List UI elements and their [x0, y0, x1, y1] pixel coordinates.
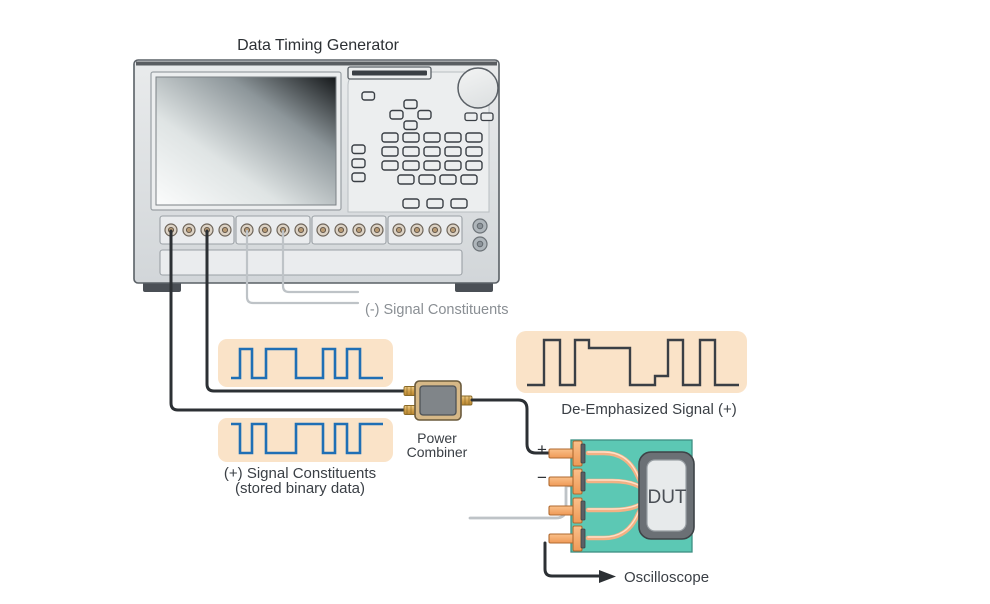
- keypad-key[interactable]: [465, 160, 483, 171]
- lower-blank-panel: [159, 249, 463, 276]
- keypad-key[interactable]: [439, 174, 457, 185]
- keypad-key[interactable]: [460, 174, 478, 185]
- port-minus-label: −: [537, 468, 547, 487]
- disk-drive-slot-inner: [352, 70, 427, 76]
- bnc-connector[interactable]: [294, 223, 308, 237]
- waveform-box-positive: [218, 418, 393, 462]
- dut-package-face: [646, 459, 687, 532]
- cable-negative-1: [245, 229, 360, 305]
- label-power-combiner-line1: Power: [417, 430, 457, 446]
- connector-group-3: [311, 215, 387, 245]
- bnc-connector[interactable]: [410, 223, 424, 237]
- keypad-key[interactable]: [423, 146, 441, 157]
- keypad-key[interactable]: [444, 132, 462, 143]
- side-button-3[interactable]: [351, 172, 366, 183]
- arrow-down-button[interactable]: [403, 120, 418, 131]
- keypad-key[interactable]: [418, 174, 436, 185]
- combiner-body: [419, 385, 457, 416]
- sma-connector-minus[interactable]: [548, 468, 586, 495]
- knob-button-left[interactable]: [464, 112, 478, 122]
- data-timing-generator[interactable]: [133, 59, 500, 292]
- sma-connector-4[interactable]: [548, 525, 586, 552]
- label-power-combiner-line2: Combiner: [407, 444, 468, 460]
- instrument-display: [155, 76, 337, 206]
- keypad-key[interactable]: [397, 174, 415, 185]
- connector-group-2: [235, 215, 311, 245]
- side-button-2[interactable]: [351, 158, 366, 169]
- keypad-key[interactable]: [423, 160, 441, 171]
- waveform-box-negative: [218, 339, 393, 387]
- keypad-key[interactable]: [402, 146, 420, 157]
- bnc-connector[interactable]: [316, 223, 330, 237]
- keypad-grid[interactable]: [381, 132, 483, 209]
- keypad-key[interactable]: [402, 160, 420, 171]
- cable-positive-upper: [205, 229, 406, 393]
- side-button-1[interactable]: [351, 144, 366, 155]
- connector-group-1: [159, 215, 235, 245]
- sma-connector-3[interactable]: [548, 497, 586, 524]
- oscilloscope-arrow-icon: [599, 570, 616, 583]
- waveform-trace-negative: [231, 347, 383, 380]
- dut-label: DUT: [647, 487, 686, 508]
- bnc-connector[interactable]: [182, 223, 196, 237]
- label-oscilloscope: Oscilloscope: [624, 569, 709, 586]
- bnc-connector[interactable]: [370, 223, 384, 237]
- waveform-box-deemphasized-bg: [516, 331, 747, 393]
- dut-board[interactable]: DUT: [548, 439, 695, 553]
- keypad-key[interactable]: [426, 198, 444, 209]
- cable-positive-lower: [169, 229, 406, 412]
- power-combiner[interactable]: [403, 380, 473, 421]
- keypad-key[interactable]: [381, 132, 399, 143]
- bnc-connector[interactable]: [352, 223, 366, 237]
- keypad-key[interactable]: [381, 160, 399, 171]
- panel-screw-top: [472, 218, 488, 234]
- bnc-connector[interactable]: [258, 223, 272, 237]
- knob-button-right[interactable]: [480, 112, 494, 122]
- chassis-top-bezel: [136, 61, 497, 66]
- keypad-key[interactable]: [465, 146, 483, 157]
- bnc-connector[interactable]: [446, 223, 460, 237]
- arrow-right-button[interactable]: [417, 109, 432, 120]
- sma-connector-plus[interactable]: [548, 440, 586, 467]
- keypad-key[interactable]: [381, 146, 399, 157]
- positive-signal-cables: [169, 229, 406, 412]
- bnc-connector[interactable]: [334, 223, 348, 237]
- waveform-box-deemphasized: [516, 331, 747, 393]
- page-title: Data Timing Generator: [237, 37, 400, 54]
- label-positive-constituents-line2: (stored binary data): [235, 480, 365, 497]
- cable-negative-2: [281, 229, 360, 294]
- keypad-key[interactable]: [402, 132, 420, 143]
- label-deemphasized: De-Emphasized Signal (+): [561, 401, 737, 418]
- keypad-key[interactable]: [450, 198, 468, 209]
- arrow-up-button[interactable]: [403, 99, 418, 110]
- connector-group-4: [387, 215, 463, 245]
- keypad-key[interactable]: [423, 132, 441, 143]
- waveform-box-negative-bg: [218, 339, 393, 387]
- label-positive-constituents-line1: (+) Signal Constituents: [224, 465, 376, 482]
- bnc-connector[interactable]: [428, 223, 442, 237]
- port-plus-label: +: [537, 440, 547, 459]
- cable-combiner-to-dut: [470, 398, 570, 455]
- keypad-key[interactable]: [444, 146, 462, 157]
- keypad-key[interactable]: [402, 198, 420, 209]
- bnc-connector[interactable]: [392, 223, 406, 237]
- rotary-knob[interactable]: [457, 67, 499, 109]
- panel-button-menu[interactable]: [361, 91, 376, 101]
- negative-signal-cables: [245, 229, 360, 305]
- waveform-trace-deemphasized: [527, 338, 739, 387]
- waveform-box-positive-bg: [218, 418, 393, 462]
- bnc-connector[interactable]: [218, 223, 232, 237]
- keypad-key[interactable]: [465, 132, 483, 143]
- cable-to-oscilloscope: [543, 541, 602, 578]
- arrow-left-button[interactable]: [389, 109, 404, 120]
- panel-screw-bottom: [472, 236, 488, 252]
- bnc-connector[interactable]: [240, 223, 254, 237]
- label-negative-constituents: (-) Signal Constituents: [365, 302, 508, 318]
- waveform-trace-positive: [231, 422, 383, 455]
- keypad-key[interactable]: [444, 160, 462, 171]
